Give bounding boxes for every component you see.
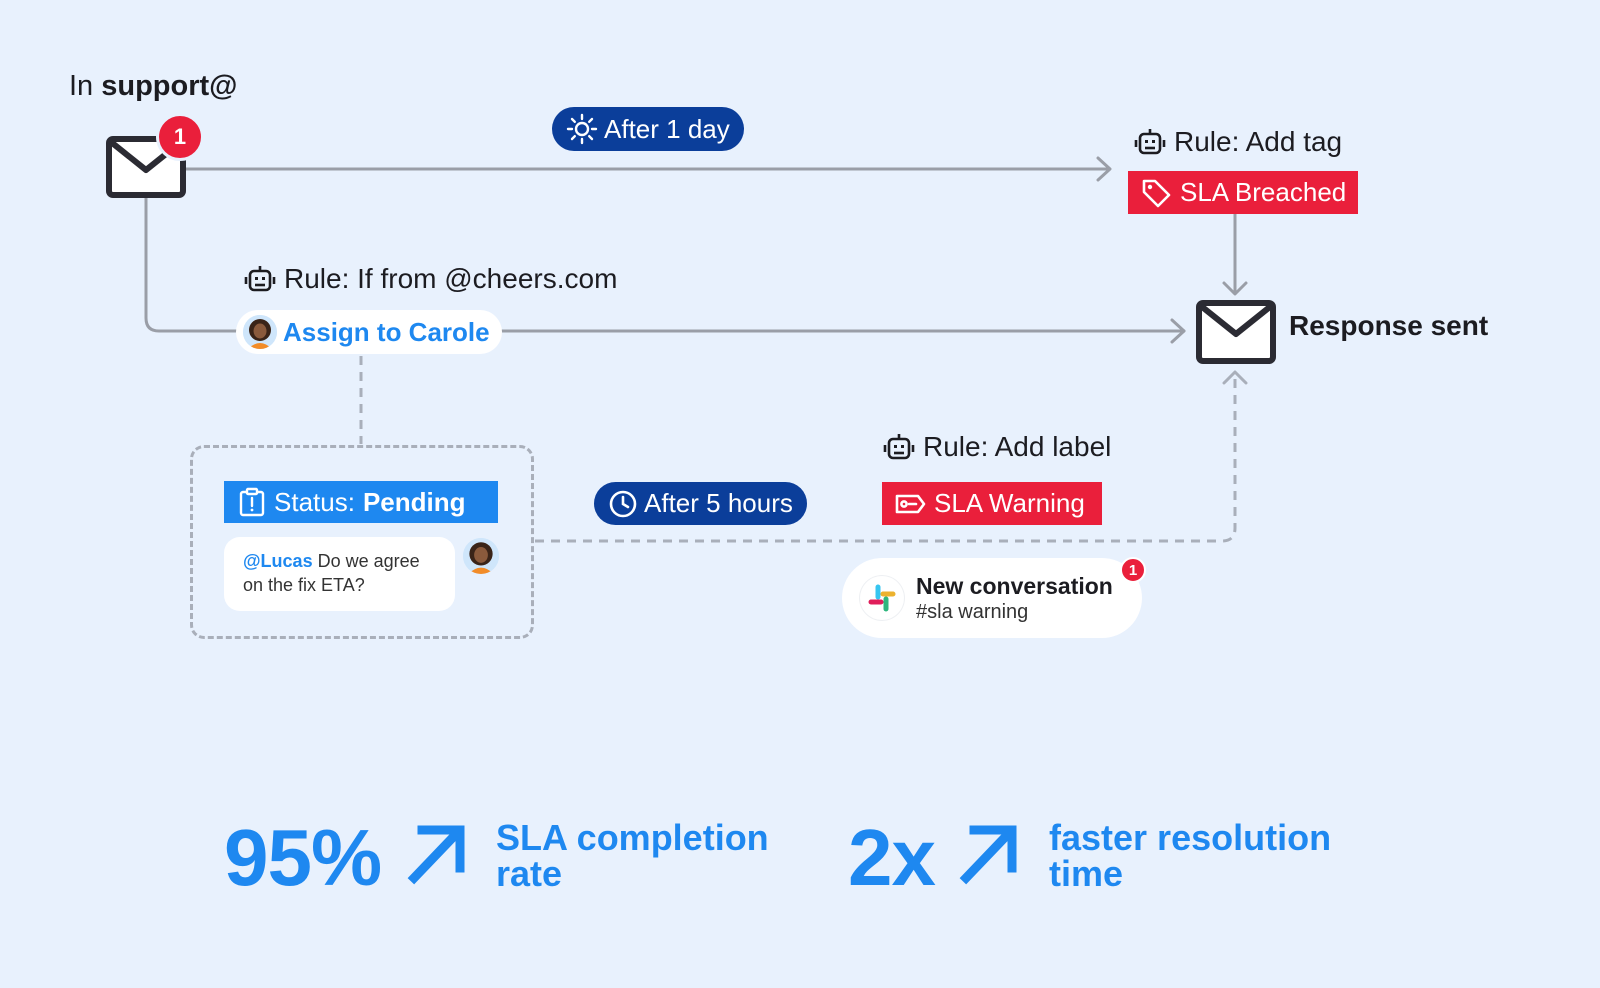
response-sent-label: Response sent [1289, 310, 1489, 341]
arrowhead-response-top [1222, 281, 1248, 296]
slack-logo-icon [860, 576, 904, 620]
arrowhead-response-bottom [1222, 370, 1248, 385]
assign-to-carole-chip[interactable]: Assign to Carole [236, 310, 502, 354]
comment-line2: on the fix ETA? [243, 575, 365, 595]
tag-icon [1140, 177, 1172, 209]
avatar [463, 538, 499, 574]
slack-badge: 1 [1120, 557, 1146, 583]
sla-warning-tag[interactable]: SLA Warning [882, 482, 1102, 525]
envelope-icon[interactable] [1196, 300, 1276, 364]
stat-label-resolution-line1: faster resolution [1049, 817, 1332, 858]
arrow-up-right-icon [404, 820, 470, 886]
clock-icon [608, 489, 638, 519]
slack-notification-card[interactable]: New conversation #sla warning [842, 558, 1142, 638]
comment-card: @Lucas Do we agree on the fix ETA? [224, 537, 455, 611]
stat-label-sla-line2: rate [496, 853, 563, 894]
clipboard-alert-icon [238, 487, 266, 517]
arrowhead-tag [1096, 156, 1112, 182]
label-icon [894, 491, 926, 517]
sla-breached-tag[interactable]: SLA Breached [1128, 171, 1359, 214]
rule-add-tag-text: Rule: Add tag [1174, 126, 1343, 157]
comment-mention[interactable]: @Lucas [243, 551, 313, 571]
slack-text-block: New conversation #sla warning [916, 572, 1113, 624]
comment-line1: Do we agree [317, 551, 420, 571]
rule-add-label-label: Rule: Add label [883, 431, 1111, 463]
delay-day-label: After 1 day [604, 113, 730, 144]
arrow-up-right-icon [956, 820, 1022, 886]
status-value: Pending [362, 486, 466, 517]
unread-count-badge: 1 [156, 113, 204, 161]
delay-day-pill: After 1 day [552, 107, 744, 151]
stat-label-resolution: faster resolution time [1049, 820, 1331, 892]
sla-breached-text: SLA Breached [1180, 177, 1347, 207]
avatar [243, 315, 277, 349]
sun-icon [566, 113, 598, 145]
stat-label-sla-line1: SLA completion [496, 817, 769, 858]
inbox-address: support@ [101, 70, 238, 102]
stat-label-sla: SLA completion rate [496, 820, 769, 892]
delay-hours-pill: After 5 hours [594, 482, 807, 525]
stat-label-resolution-line2: time [1049, 853, 1124, 894]
assign-to-carole-text: Assign to Carole [283, 316, 490, 347]
slack-title: New conversation [916, 573, 1113, 599]
stat-value-sla: 95% [224, 813, 382, 902]
slack-channel: #sla warning [916, 601, 1029, 623]
status-prefix: Status: [274, 486, 355, 517]
arrowhead-response-left [1170, 318, 1186, 344]
rule-add-tag-label: Rule: Add tag [1134, 126, 1342, 158]
sla-warning-text: SLA Warning [934, 488, 1085, 518]
robot-icon [883, 432, 915, 462]
dashed-pending-response [535, 378, 1237, 543]
inbox-label-prefix: In [69, 70, 94, 102]
rule-from-text: Rule: If from @cheers.com [284, 263, 618, 294]
inbox-label: In support@ [69, 68, 237, 104]
rule-from-label: Rule: If from @cheers.com [244, 263, 617, 295]
delay-hours-label: After 5 hours [644, 488, 793, 518]
status-pending-bar[interactable]: Status: Pending [224, 481, 498, 523]
robot-icon [1134, 127, 1166, 157]
rule-add-label-text: Rule: Add label [923, 431, 1112, 462]
pending-panel [190, 445, 534, 639]
robot-icon [244, 264, 276, 294]
connector-inbox-assign [144, 196, 240, 333]
stat-value-resolution: 2x [848, 813, 936, 902]
